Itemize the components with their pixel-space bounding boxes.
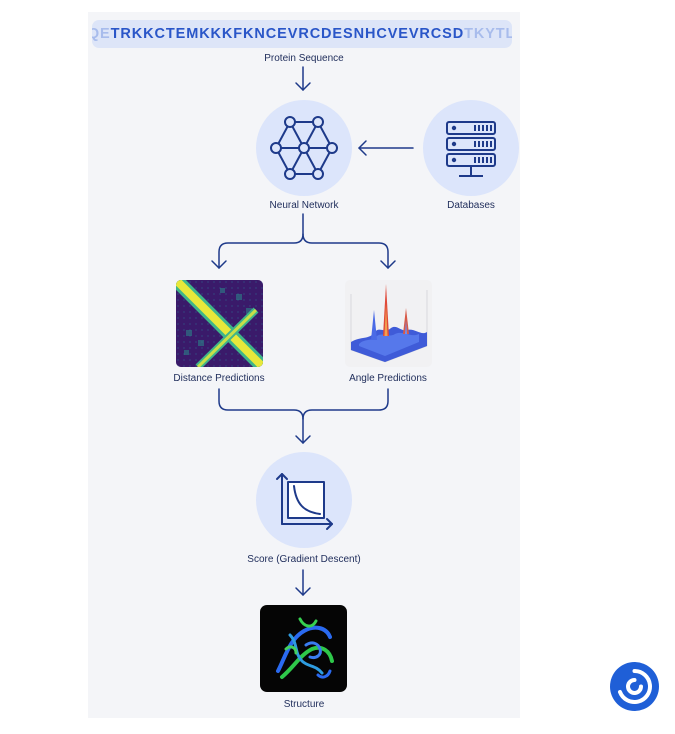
distance-predictions-heatmap: [176, 280, 263, 367]
angle-predictions-label: Angle Predictions: [349, 373, 427, 384]
score-label: Score (Gradient Descent): [247, 554, 361, 565]
sequence-main: TRKKCTEMKKKFKNCEVRCDESNHCVEVRCSD: [110, 26, 465, 42]
arrow-sequence-to-network: [295, 66, 311, 91]
merge-branch-connector: [218, 388, 389, 444]
neural-network-icon: [270, 116, 338, 180]
brand-logo: [610, 662, 659, 711]
protein-sequence-bar: SQETRKKCTEMKKKFKNCEVRCDESNHCVEVRCSDTKYTL…: [92, 20, 512, 48]
score-circle: [256, 452, 352, 548]
arrow-score-to-structure: [295, 569, 311, 596]
sequence-fade-right: TKYTLC: [464, 26, 512, 42]
split-branch-connector: [211, 213, 396, 269]
databases-circle: [423, 100, 519, 196]
structure-render: [260, 605, 347, 692]
neural-network-circle: [256, 100, 352, 196]
distance-predictions-label: Distance Predictions: [173, 373, 265, 384]
gradient-descent-chart-icon: [276, 473, 333, 530]
angle-predictions-surface: [345, 280, 432, 367]
protein-sequence-label: Protein Sequence: [264, 53, 344, 64]
structure-label: Structure: [283, 699, 325, 710]
sequence-fade-left: SQE: [92, 26, 111, 42]
databases-label: Databases: [447, 200, 495, 211]
database-server-icon: [446, 121, 496, 177]
arrow-databases-to-network: [358, 140, 414, 156]
neural-network-label: Neural Network: [269, 200, 339, 211]
